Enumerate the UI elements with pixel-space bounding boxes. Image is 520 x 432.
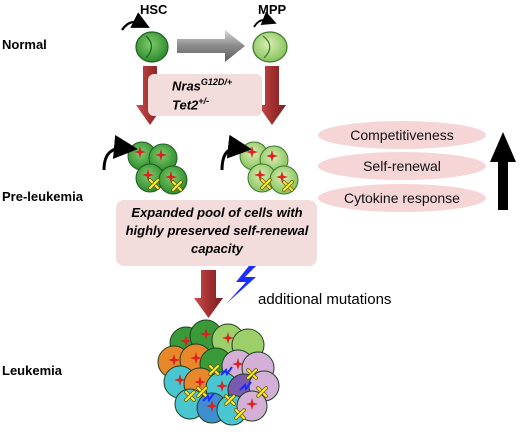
legend-tet2: Tet2+/- [172, 96, 209, 112]
tet2-mutation-x-icon [256, 386, 268, 398]
property-self-renewal: Self-renewal [318, 152, 486, 180]
tet2-mutation-x-icon [208, 364, 220, 376]
nras-mutation-star-icon [194, 376, 206, 388]
pool-to-leukemia-arrow [194, 270, 223, 318]
mpp-label: MPP [258, 2, 287, 17]
hsc-to-mpp-arrow [177, 30, 245, 62]
nras-mutation-star-icon [232, 358, 244, 370]
nras-mutation-star-icon [216, 380, 228, 392]
expanded-pool-text: Expanded pool of cells with highly prese… [125, 205, 309, 256]
expanded-pool-box [116, 200, 317, 266]
tet2-mutation-x-icon [260, 178, 272, 190]
nras-mutation-star-icon [246, 146, 258, 158]
mpp-down-arrow [258, 66, 286, 125]
leukemia-lightning-mark [220, 366, 233, 377]
legend-nras-name: Nras [172, 78, 201, 94]
nras-mutation-star-icon [254, 169, 266, 181]
nras-mutation-star-icon [200, 328, 212, 340]
legend-nras: NrasG12D/+ [172, 77, 232, 93]
nras-mutation-star-icon [155, 149, 167, 161]
property-competitiveness: Competitiveness [318, 121, 486, 149]
leukemia-mutation-marks [168, 328, 268, 420]
hsc-self-renewal-arrow-icon [121, 12, 150, 31]
tet2-mutation-x-icon [184, 390, 196, 402]
hsc-cell [135, 31, 169, 63]
leukemia-lightning-mark [202, 392, 215, 403]
lightning-icon [226, 262, 260, 304]
nras-mutation-star-icon [142, 169, 154, 181]
nras-mutation-star-icon [134, 146, 146, 158]
nras-mutation-star-icon [174, 374, 186, 386]
property-cytokine-response: Cytokine response [318, 184, 486, 212]
additional-mutations-label: additional mutations [258, 291, 392, 308]
legend-tet2-allele: +/- [198, 96, 210, 106]
tet2-mutation-x-icon [234, 408, 246, 420]
mutation-legend-box [148, 74, 262, 116]
nras-mutation-star-icon [206, 400, 218, 412]
hsc-label: HSC [140, 2, 168, 17]
nras-mutation-star-icon [165, 171, 177, 183]
mpp-self-renewal-arrow-icon [253, 11, 277, 28]
legend-nras-allele: G12D/+ [200, 77, 233, 87]
pre-mpp-self-renewal-arrow-icon [220, 134, 252, 171]
pre-leukemia-mutation-marks [134, 146, 294, 192]
tet2-mutation-x-icon [224, 394, 236, 406]
row-label-normal: Normal [2, 37, 47, 52]
nras-mutation-star-icon [266, 150, 278, 162]
tet2-mutation-x-icon [196, 386, 208, 398]
tet2-mutation-x-icon [246, 368, 258, 380]
mpp-cell [252, 31, 288, 63]
nras-mutation-star-icon [246, 398, 258, 410]
nras-mutation-star-icon [222, 332, 234, 344]
nras-mutation-star-icon [180, 335, 192, 347]
pre-hsc-self-renewal-arrow-icon [102, 134, 138, 171]
row-label-leukemia: Leukemia [2, 363, 62, 378]
nras-mutation-star-icon [190, 352, 202, 364]
row-label-pre-leukemia: Pre-leukemia [2, 189, 83, 204]
up-arrow-icon [490, 132, 516, 210]
tet2-mutation-x-icon [171, 180, 183, 192]
tet2-mutation-x-icon [148, 178, 160, 190]
legend-tet2-name: Tet2 [172, 97, 199, 113]
nras-mutation-star-icon [276, 171, 288, 183]
leukemia-lightning-mark [239, 381, 252, 392]
tet2-mutation-x-icon [282, 180, 294, 192]
nras-mutation-star-icon [168, 354, 180, 366]
